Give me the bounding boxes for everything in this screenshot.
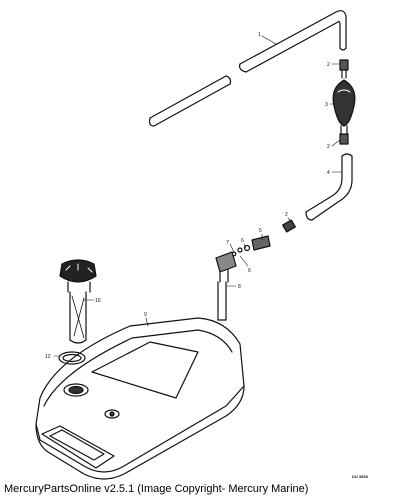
callout-4: 4 xyxy=(327,170,330,176)
callout-9: 9 xyxy=(144,312,147,318)
callout-7: 7 xyxy=(226,240,229,246)
callout-2a: 2 xyxy=(327,62,330,68)
callout-12: 12 xyxy=(45,354,51,360)
callout-8: 8 xyxy=(238,284,241,290)
gasket-ring-part-12 xyxy=(58,351,86,365)
callout-5: 5 xyxy=(259,228,262,234)
callout-6b: 6 xyxy=(248,268,251,274)
callout-3: 3 xyxy=(325,102,328,108)
fuel-gauge-part-10 xyxy=(59,259,97,344)
callout-1: 1 xyxy=(258,32,261,38)
fuel-tank-part-9 xyxy=(35,317,245,480)
fuel-hose-part-1 xyxy=(148,10,347,127)
callout-labels: 1 2 3 2 4 2 5 6 7 6 8 9 10 12 xyxy=(45,32,330,360)
pickup-tube-part-8 xyxy=(217,281,227,321)
diagram-code: DU 3898 xyxy=(352,474,369,479)
callout-2b: 2 xyxy=(327,144,330,150)
footer-copyright: MercuryPartsOnline v2.5.1 (Image Copyrig… xyxy=(4,483,309,495)
callout-6a: 6 xyxy=(241,238,244,244)
primer-bulb-part-3 xyxy=(332,59,356,145)
callout-2c: 2 xyxy=(285,212,288,218)
callout-10: 10 xyxy=(95,298,101,304)
connector-parts-5-7 xyxy=(215,235,271,283)
leader-lines xyxy=(53,35,343,357)
fuel-hose-part-4 xyxy=(282,153,353,233)
